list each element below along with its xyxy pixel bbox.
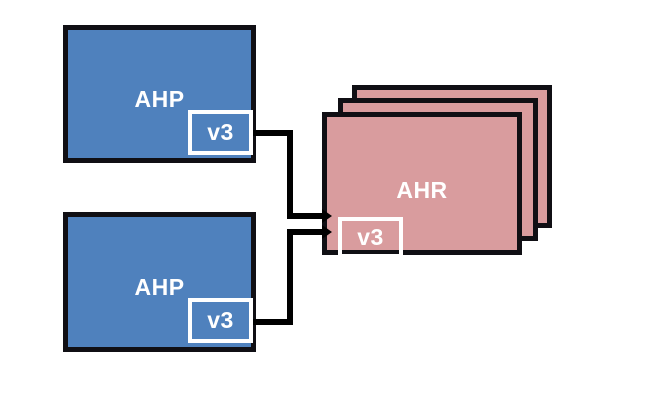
- connector-top-horizontal-out: [253, 130, 293, 136]
- ahp-top-version-chip[interactable]: v3: [188, 110, 253, 155]
- ahp-bottom-node[interactable]: AHP v3: [63, 212, 256, 352]
- ahr-node[interactable]: AHR v3: [322, 112, 522, 258]
- ahp-top-version-label: v3: [207, 119, 234, 145]
- connector-bottom-vertical: [287, 229, 293, 325]
- connector-bottom-horizontal-out: [253, 319, 293, 325]
- ahp-top-label: AHP: [134, 86, 185, 112]
- connector-bottom-horizontal-in: [287, 229, 325, 235]
- connector-top-horizontal-in: [287, 213, 325, 219]
- ahp-bottom-version-label: v3: [207, 307, 234, 333]
- ahp-bottom-version-chip[interactable]: v3: [188, 298, 253, 343]
- ahp-bottom-label: AHP: [134, 274, 185, 300]
- connector-top-vertical: [287, 130, 293, 219]
- ahr-label: AHR: [396, 177, 448, 203]
- arrowhead-top: [322, 209, 332, 223]
- ahp-top-node[interactable]: AHP v3: [63, 25, 256, 163]
- ahr-version-chip[interactable]: v3: [338, 217, 403, 258]
- ahr-version-label: v3: [357, 224, 384, 250]
- arrowhead-bottom: [322, 225, 332, 239]
